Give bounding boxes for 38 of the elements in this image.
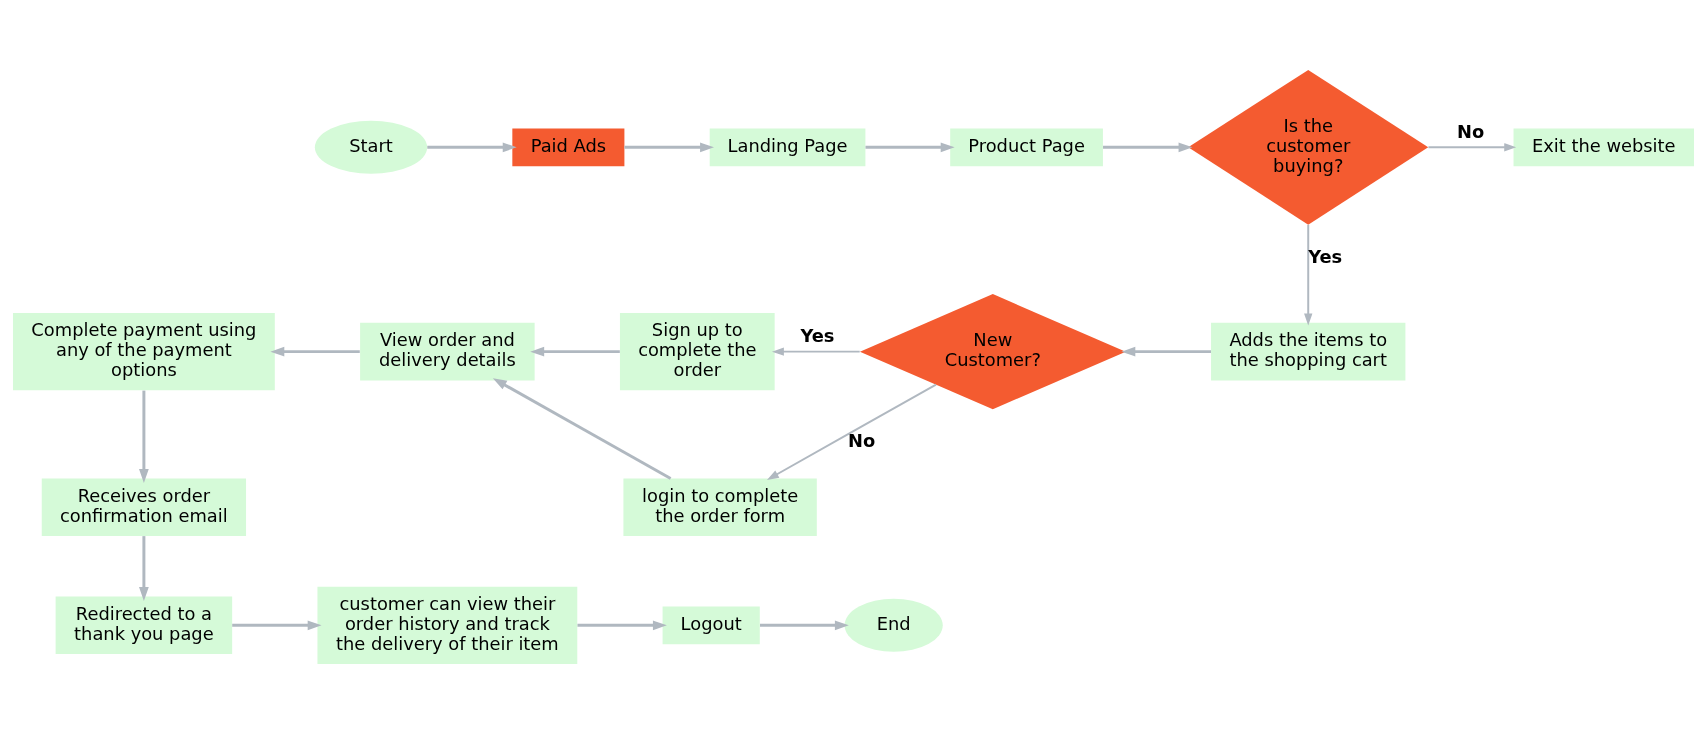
arrow bbox=[1103, 141, 1193, 152]
arrow bbox=[577, 620, 667, 630]
node-box: Exit the website bbox=[1513, 128, 1694, 166]
node-box: Landing Page bbox=[709, 128, 866, 166]
node-box: Sign up to complete the order bbox=[619, 312, 775, 390]
node-box: login to complete the order form bbox=[623, 478, 817, 536]
node-box: Adds the items to the shopping cart bbox=[1211, 322, 1406, 380]
edge-label: Yes bbox=[800, 324, 835, 346]
arrow bbox=[1121, 346, 1211, 356]
arrow bbox=[624, 141, 715, 152]
node-box: Receives order confirmation email bbox=[41, 478, 247, 536]
node-diamond: New Customer? bbox=[859, 293, 1126, 409]
arrow bbox=[760, 620, 849, 630]
arrow bbox=[1304, 223, 1313, 326]
node-box: View order and delivery details bbox=[360, 322, 535, 380]
arrow bbox=[771, 346, 861, 356]
node-diamond: Is the customer buying? bbox=[1188, 69, 1429, 225]
arrow bbox=[139, 535, 149, 601]
arrow bbox=[270, 346, 360, 356]
node-ellipse: Start bbox=[314, 120, 428, 174]
arrow bbox=[530, 346, 620, 356]
node-box: customer can view their order history and track the delivery of their item bbox=[317, 586, 578, 664]
node-box: Logout bbox=[662, 606, 760, 644]
edge-label: No bbox=[848, 429, 876, 451]
node-box: Complete payment using any of the payment options bbox=[13, 312, 275, 390]
arrow bbox=[232, 620, 322, 630]
edge-label: No bbox=[1456, 120, 1485, 142]
node-ellipse: End bbox=[844, 598, 943, 652]
node-box: Paid Ads bbox=[512, 128, 625, 166]
node-box: Redirected to a thank you page bbox=[55, 596, 233, 654]
arrow bbox=[139, 390, 149, 483]
edge-label: Yes bbox=[1308, 245, 1343, 267]
arrow bbox=[492, 377, 672, 480]
node-box: Product Page bbox=[950, 128, 1103, 166]
arrow bbox=[427, 141, 517, 152]
arrow bbox=[1427, 142, 1517, 151]
arrow bbox=[865, 141, 955, 152]
arrow bbox=[766, 383, 937, 480]
